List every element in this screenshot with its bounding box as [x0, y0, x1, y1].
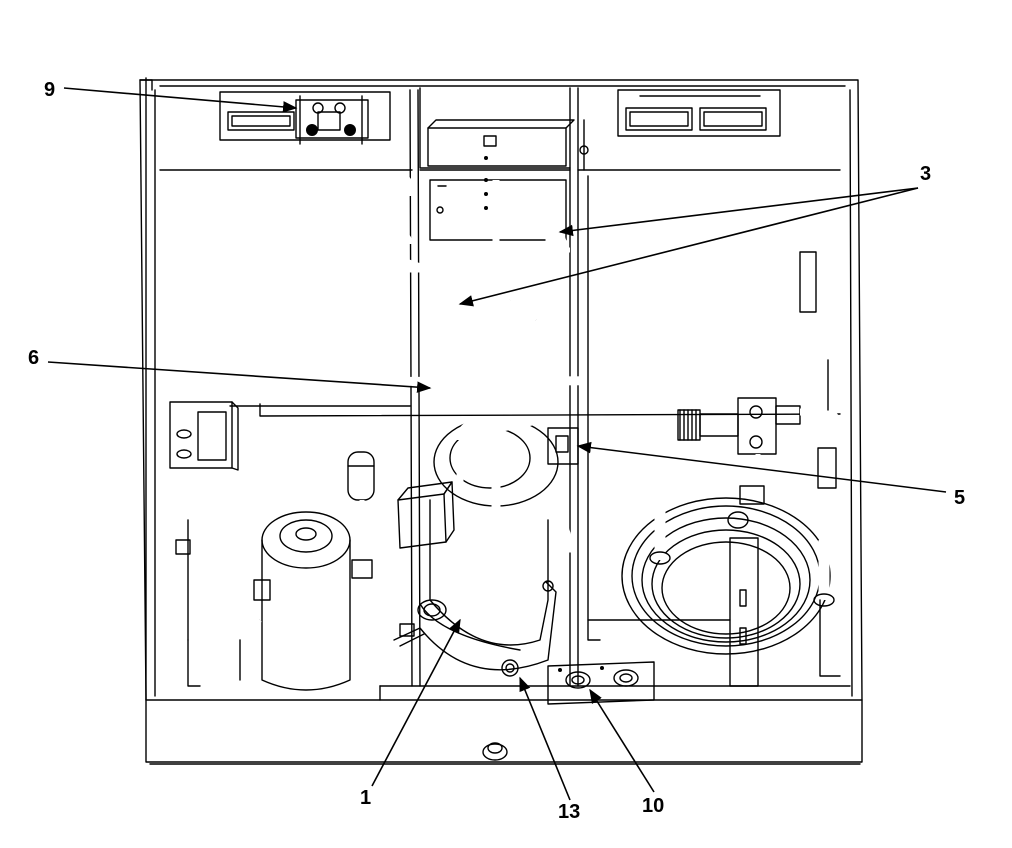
leader-3a [558, 187, 919, 237]
leader-10 [589, 688, 655, 793]
leader-9 [63, 87, 298, 113]
top-right-control-panel [617, 89, 781, 137]
mid-horizontal-tubes [209, 375, 841, 417]
filter-drier [347, 417, 400, 580]
service-valve-center [547, 422, 644, 553]
compressor-left [187, 511, 351, 691]
leader-1 [371, 618, 461, 787]
left-upper-coil [173, 173, 440, 365]
leader-6 [47, 361, 432, 393]
callout-labels: 9 3 6 5 1 13 10 [28, 79, 965, 823]
misc-details [187, 119, 841, 677]
left-side-pipes [173, 480, 191, 555]
callout-3: 3 [920, 163, 931, 185]
leader-3b [458, 187, 919, 307]
water-inlet-bracket [547, 661, 655, 705]
main-compressor [397, 416, 560, 651]
callout-5: 5 [954, 487, 965, 509]
condenser-coil [621, 480, 835, 687]
callout-1: 1 [360, 787, 371, 809]
leader-5 [576, 441, 947, 493]
leader-lines [47, 87, 947, 801]
callout-13: 13 [558, 801, 580, 823]
top-left-control-panel [219, 91, 391, 145]
callout-10: 10 [642, 795, 664, 817]
leader-13 [519, 676, 571, 801]
compressor-mounting-rail [393, 580, 557, 677]
center-tubing [437, 180, 570, 386]
callout-6: 6 [28, 347, 39, 369]
left-contactor-box [169, 401, 239, 471]
callout-9: 9 [44, 79, 55, 101]
